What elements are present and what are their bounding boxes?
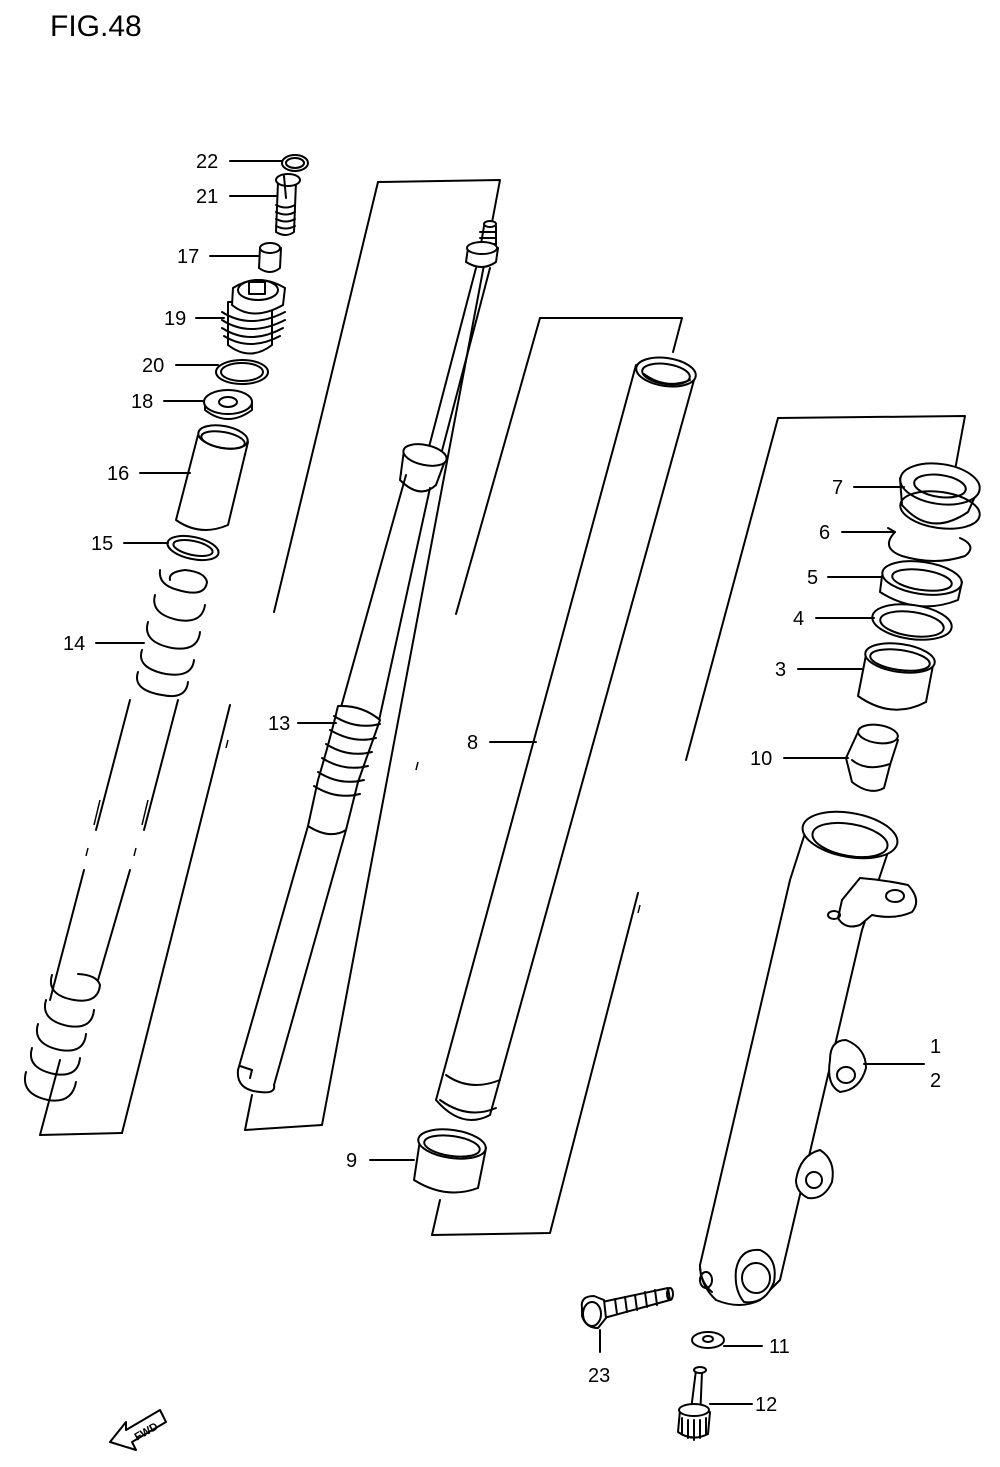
centerline-marks [85, 739, 641, 914]
callout-22: 22 [196, 151, 218, 173]
callout-13: 13 [268, 713, 290, 735]
leader-lines [95, 160, 925, 1405]
figure-title: FIG.48 [50, 10, 142, 43]
callout-8: 8 [467, 732, 478, 754]
panel-frame-spring [39, 179, 501, 1136]
part-16-spacer [175, 424, 249, 531]
part-9-slide-bushing [413, 1128, 487, 1194]
part-23-axle-holder-bolt [580, 1287, 674, 1329]
callout-21: 21 [196, 186, 218, 208]
callout-17: 17 [177, 246, 199, 268]
callout-6: 6 [819, 522, 830, 544]
part-13-damper-rod [236, 220, 499, 1094]
part-1-2-outer-tube [699, 810, 918, 1306]
part-14-fork-spring [24, 569, 208, 1102]
callout-16: 16 [107, 463, 129, 485]
callout-18: 18 [131, 391, 153, 413]
callout-12: 12 [755, 1394, 777, 1416]
part-3-guide-bushing [857, 642, 936, 711]
callout-9: 9 [346, 1150, 357, 1172]
part-12-damper-rod-bolt [677, 1366, 711, 1441]
fwd-arrow-icon: FWD [109, 1409, 167, 1451]
part-8-inner-tube [435, 356, 697, 1121]
callout-7: 7 [832, 477, 843, 499]
callout-10: 10 [750, 748, 772, 770]
callout-3: 3 [775, 659, 786, 681]
panel-frame-damper-rod [244, 317, 683, 1131]
callout-1: 1 [930, 1036, 941, 1058]
callout-23: 23 [588, 1365, 610, 1387]
callout-14: 14 [63, 633, 85, 655]
part-19-cap-bolt [221, 279, 286, 355]
part-20-o-ring [215, 359, 269, 385]
callout-15: 15 [91, 533, 113, 555]
callout-11: 11 [769, 1336, 790, 1358]
callout-numbers: 22 21 17 19 20 18 16 15 14 13 8 9 7 6 5 … [63, 151, 941, 1416]
callout-5: 5 [807, 567, 818, 589]
part-21-adjuster [275, 173, 301, 236]
part-22-o-ring [281, 154, 309, 172]
part-11-gasket [691, 1331, 725, 1349]
part-5-oil-seal [879, 560, 963, 608]
part-15-spring-seat [166, 534, 220, 562]
part-7-dust-seal [899, 462, 981, 530]
part-17-collar [258, 242, 282, 273]
callout-19: 19 [164, 308, 186, 330]
callout-2: 2 [930, 1070, 941, 1092]
callout-4: 4 [793, 608, 804, 630]
part-18-washer [203, 389, 253, 420]
part-6-stopper-ring [887, 527, 972, 562]
part-4-washer [871, 603, 953, 641]
callout-20: 20 [142, 355, 164, 377]
panel-frame-inner-tube [431, 415, 966, 1236]
part-10-oil-lock-piece [845, 723, 899, 792]
